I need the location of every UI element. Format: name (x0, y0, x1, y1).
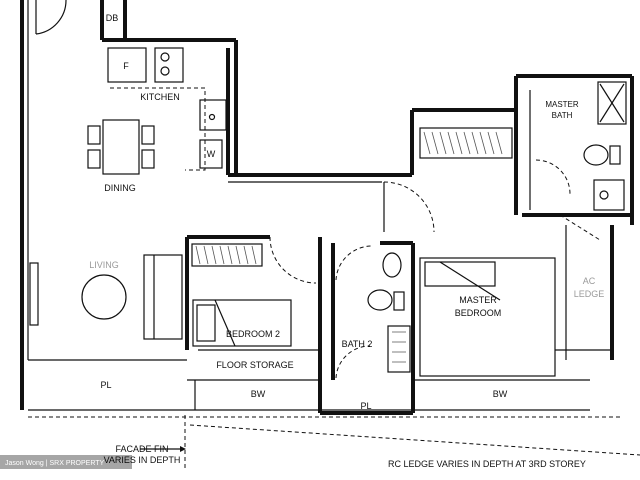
note-rc-ledge: RC LEDGE VARIES IN DEPTH AT 3RD STOREY (388, 459, 586, 469)
label-db: DB (106, 13, 119, 23)
label-fridge: F (123, 61, 129, 71)
facade-lines (28, 214, 640, 470)
label-ac-ledge-1: AC (583, 276, 596, 286)
label-bedroom2: BEDROOM 2 (226, 329, 280, 339)
label-master-bath-2: BATH (552, 111, 573, 120)
wardrobes (191, 127, 513, 267)
label-kitchen: KITCHEN (140, 92, 180, 102)
beds (192, 257, 556, 377)
label-ac-ledge-2: LEDGE (574, 289, 605, 299)
note-facade-1: FACADE FIN (115, 444, 168, 454)
living-furniture (29, 254, 183, 340)
label-pl-center: PL (360, 401, 371, 411)
label-bw-right: BW (493, 389, 508, 399)
label-floor-storage: FLOOR STORAGE (216, 360, 293, 370)
master-bath-fixtures (583, 81, 627, 211)
label-pl-left: PL (100, 380, 111, 390)
label-bath2: BATH 2 (342, 339, 373, 349)
plan-notes: FACADE FIN VARIES IN DEPTH RC LEDGE VARI… (104, 444, 586, 469)
walls (20, 0, 634, 415)
label-master-bedroom-2: BEDROOM (455, 308, 502, 318)
label-living: LIVING (89, 260, 119, 270)
doors (35, 0, 571, 379)
label-bw-left: BW (251, 389, 266, 399)
watermark: Jason Wong | SRX PROPERTY (0, 455, 132, 469)
label-dining: DINING (104, 183, 136, 193)
label-master-bath-1: MASTER (545, 100, 579, 109)
label-washer: W (207, 149, 216, 159)
note-facade-2: VARIES IN DEPTH (104, 455, 181, 465)
room-labels: DB F KITCHEN W DINING LIVING MASTER BATH… (89, 13, 604, 411)
bath2-fixtures (367, 252, 411, 373)
kitchen-fixtures (107, 47, 227, 171)
dining-table (87, 119, 155, 175)
label-master-bedroom-1: MASTER (459, 295, 497, 305)
watermark-text: Jason Wong | SRX PROPERTY (5, 460, 105, 467)
